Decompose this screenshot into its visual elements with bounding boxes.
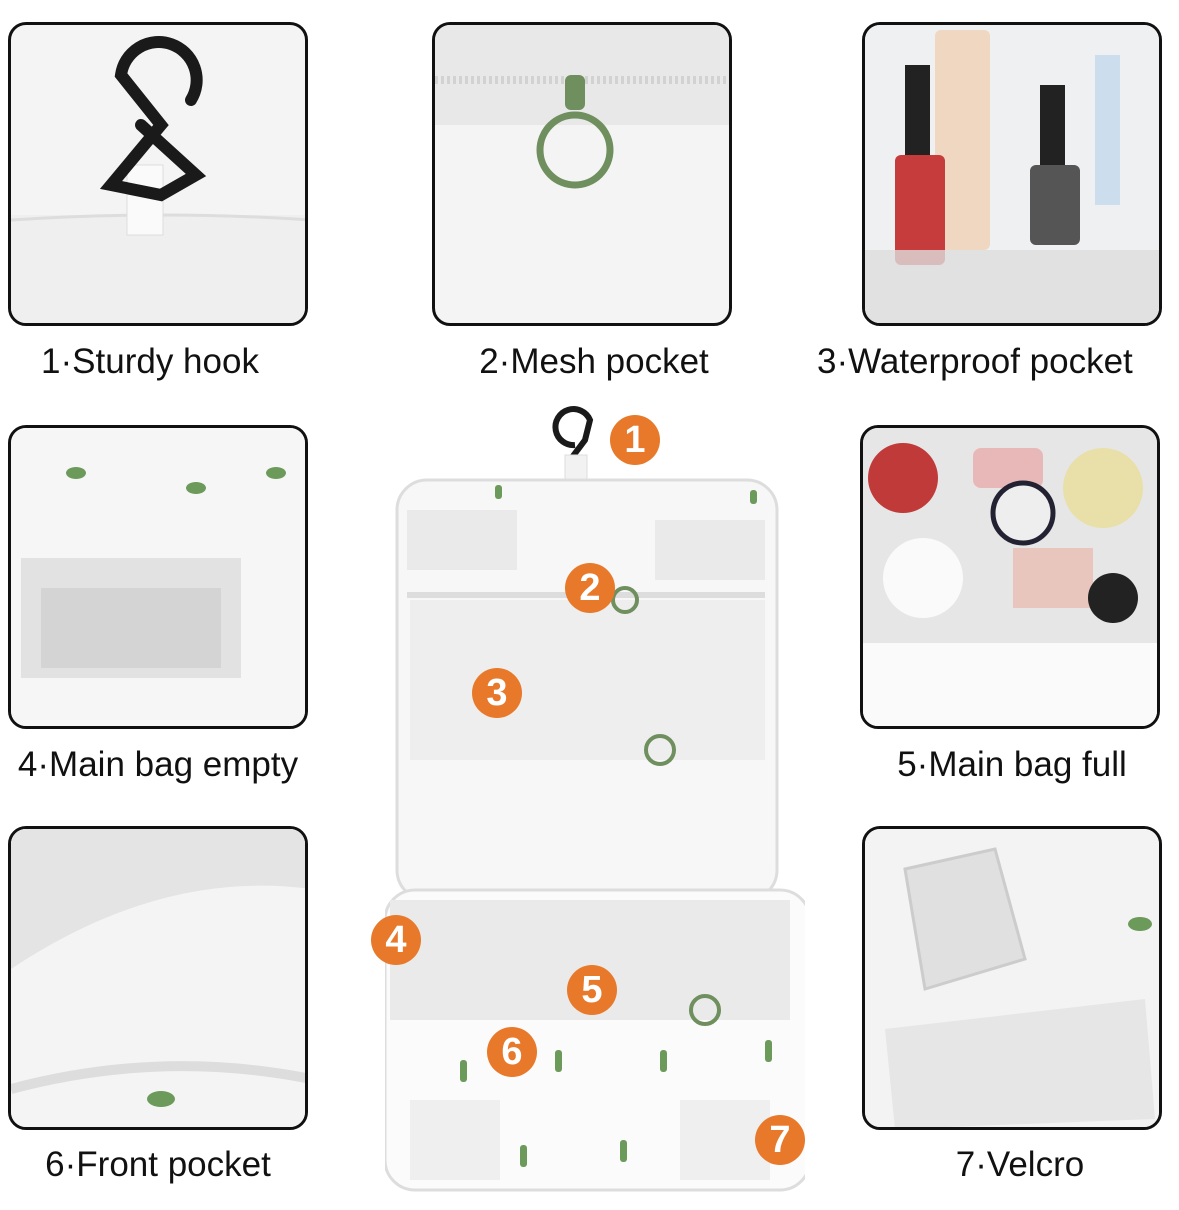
caption-4: 4·Main bag empty (17, 745, 299, 784)
front-pocket-photo (11, 829, 305, 1127)
badge-3: 3 (472, 668, 522, 718)
zipper-ring-icon (536, 111, 614, 189)
panel-main-bag-full (860, 425, 1160, 729)
caption-6: 6·Front pocket (45, 1145, 271, 1184)
panel-waterproof-pocket (862, 22, 1162, 326)
caption-2: 2·Mesh pocket (479, 342, 709, 381)
velcro-photo (865, 829, 1159, 1127)
caption-5: 5·Main bag full (897, 745, 1127, 784)
badge-4: 4 (371, 915, 421, 965)
bag-photo (385, 406, 805, 1192)
panel-velcro (862, 826, 1162, 1130)
full-bag-photo (863, 428, 1157, 726)
empty-bag-photo (11, 428, 305, 726)
caption-3: 3·Waterproof pocket (817, 342, 1133, 381)
hook-icon (552, 406, 594, 462)
badge-2: 2 (565, 563, 615, 613)
badge-6: 6 (487, 1027, 537, 1077)
waterproof-pocket-photo (865, 25, 1159, 323)
panel-main-bag-empty (8, 425, 308, 729)
hook-icon (99, 36, 207, 202)
badge-1: 1 (610, 415, 660, 465)
badge-5: 5 (567, 965, 617, 1015)
panel-sturdy-hook (8, 22, 308, 326)
panel-front-pocket (8, 826, 308, 1130)
toiletry-bag-overview (385, 400, 805, 1195)
panel-mesh-pocket (432, 22, 732, 326)
mesh-pocket-photo (435, 25, 729, 189)
caption-1: 1·Sturdy hook (41, 342, 259, 381)
hook-photo (11, 36, 305, 323)
badge-7: 7 (755, 1115, 805, 1165)
caption-7: 7·Velcro (955, 1145, 1085, 1184)
